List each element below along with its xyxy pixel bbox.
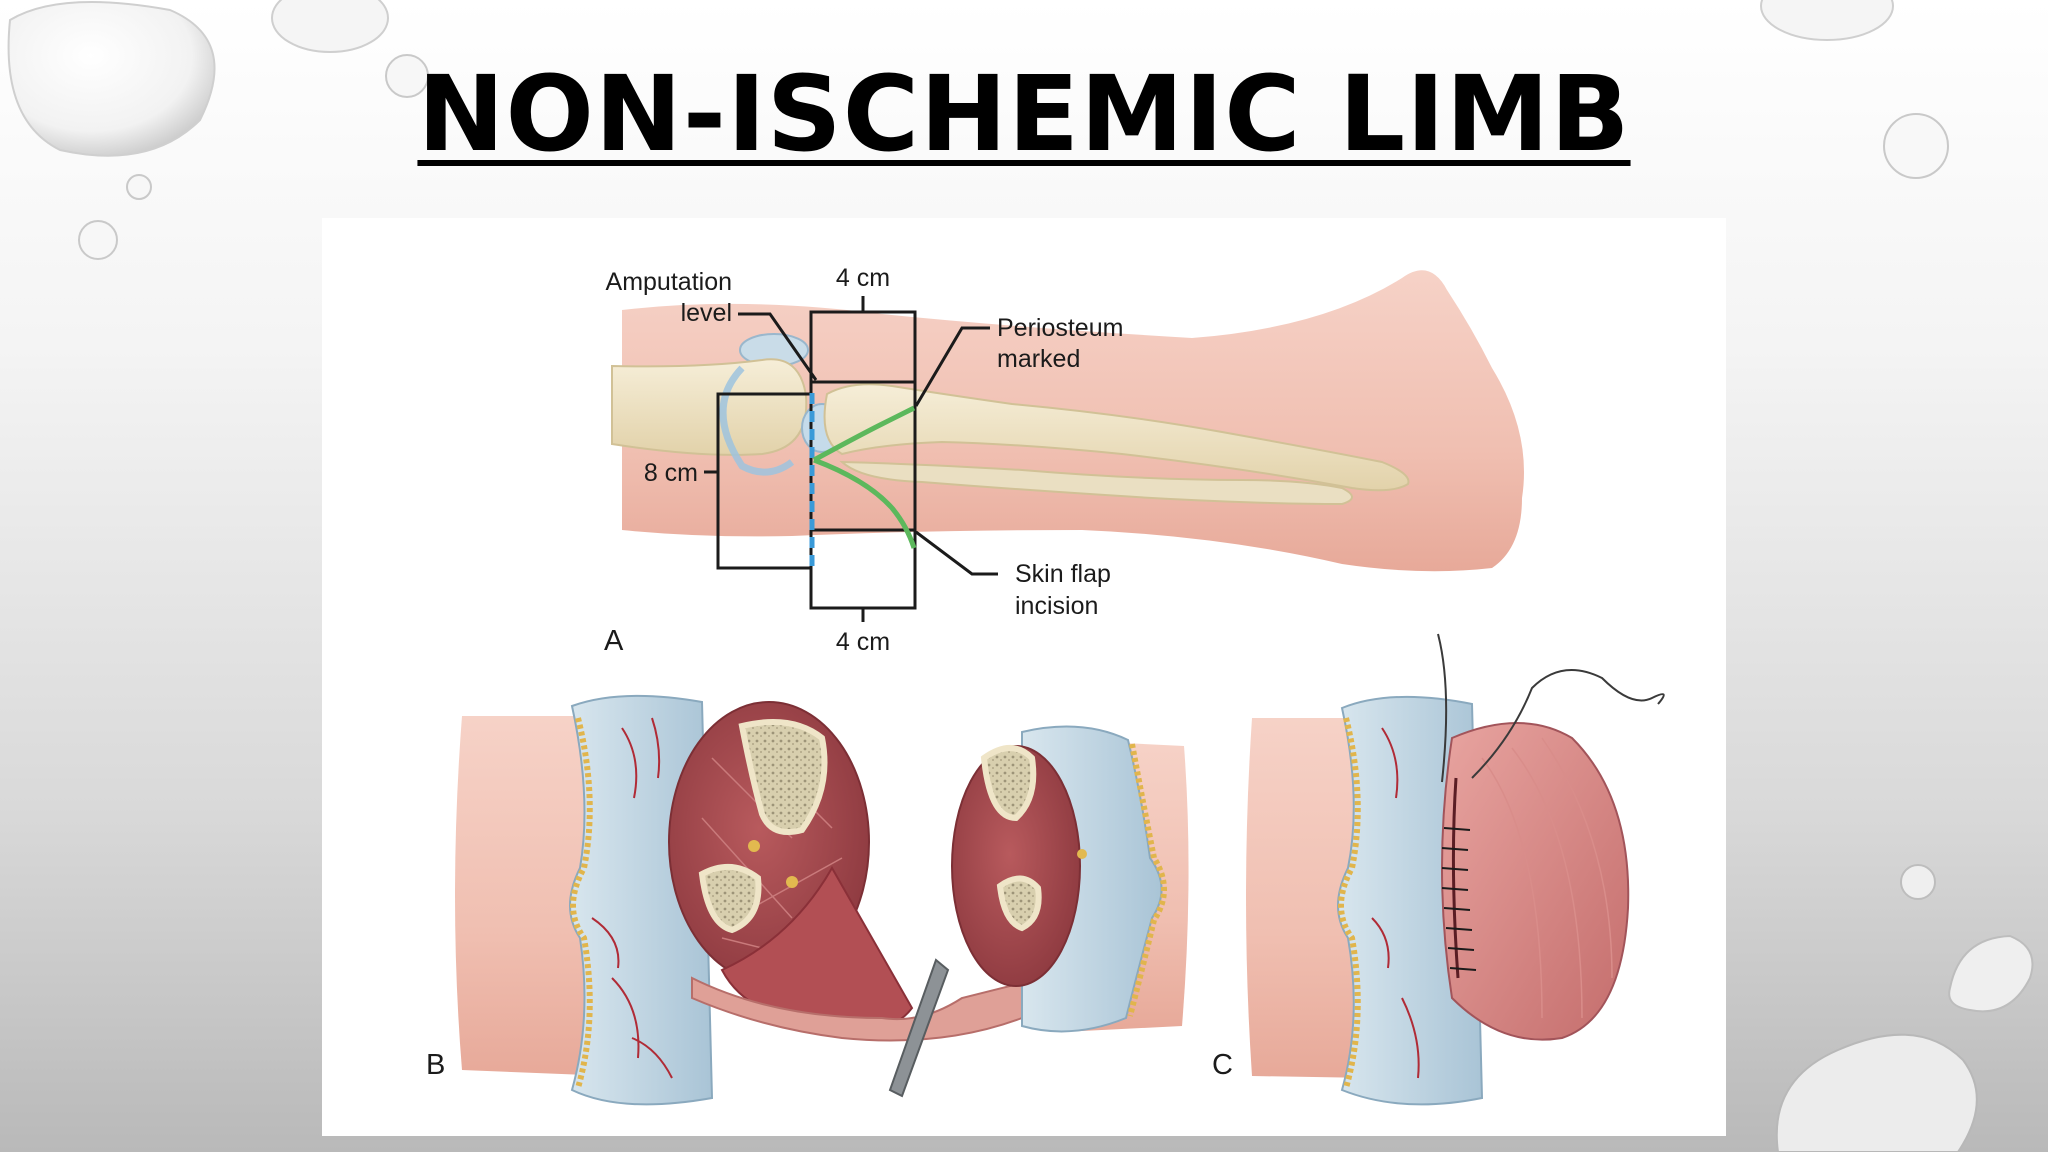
slide-title: NON-ISCHEMIC LIMB	[0, 62, 2048, 166]
skin-flap-incision-top	[812, 405, 916, 463]
tibia	[823, 383, 1410, 492]
panel-c-skin	[1246, 718, 1372, 1078]
panel-c-vessels	[1371, 727, 1420, 1079]
panel-b-right-vessel	[1077, 849, 1087, 859]
skin-flap-label-1: Skin flap	[1015, 560, 1111, 588]
periosteum-label-1: Periosteum	[997, 314, 1123, 342]
panel-c-flap-fibers	[1481, 737, 1613, 1019]
water-drop-decoration	[1898, 862, 1942, 906]
amputation-level-label-1: Amputation	[606, 268, 732, 296]
bottom-width-label: 4 cm	[836, 628, 890, 656]
skin-flap-label-2: incision	[1015, 592, 1098, 620]
panel-b-right-fibula	[996, 875, 1042, 932]
amputation-illustration: Amputation level 4 cm 4 cm 8 cm Perioste…	[322, 218, 1726, 1136]
panel-b-vessel-dot	[786, 876, 798, 888]
panel-a-leg: Amputation level 4 cm 4 cm 8 cm Perioste…	[604, 264, 1524, 657]
panel-c-label: C	[1212, 1049, 1233, 1081]
panel-b-vessels	[591, 717, 673, 1079]
panel-b-stump: B	[426, 694, 1189, 1106]
water-drop-decoration	[76, 218, 124, 266]
panel-c-stitches	[1441, 827, 1477, 971]
illustration-canvas: Amputation level 4 cm 4 cm 8 cm Perioste…	[426, 264, 1665, 1106]
water-drop-decoration	[383, 52, 433, 102]
knee-meniscus	[719, 365, 795, 476]
panel-b-right-tibia	[980, 745, 1037, 822]
left-extension-box	[716, 392, 813, 570]
panel-b-left-skin	[455, 716, 612, 1076]
panel-b-vessel-dot	[748, 840, 760, 852]
slide-title-text: NON-ISCHEMIC LIMB	[417, 53, 1631, 175]
skin-flap-incision-bottom	[813, 457, 917, 549]
suture-thread-icon	[1437, 633, 1665, 783]
amputation-level-label-2: level	[681, 299, 732, 327]
femur	[611, 358, 808, 456]
periosteum-leader	[914, 326, 990, 407]
panel-c-flap	[1441, 722, 1630, 1041]
water-drop-decoration	[0, 0, 240, 170]
water-drop-decoration	[1758, 1020, 1998, 1152]
panel-a-label: A	[604, 625, 624, 657]
panel-b-label: B	[426, 1049, 445, 1081]
water-drop-decoration	[1752, 0, 1902, 44]
panel-b-fibula-section	[698, 864, 762, 934]
panel-c-closed-stump: C	[1212, 633, 1665, 1106]
periosteum-label-2: marked	[997, 345, 1080, 373]
panel-b-tibia-section	[738, 719, 828, 835]
amputation-level-leader	[738, 312, 818, 381]
panel-b-right-fat-layer	[1127, 743, 1167, 1017]
skin-flap-leader	[915, 530, 998, 576]
panel-b-fat-layer	[570, 717, 593, 1089]
scalpel-icon	[888, 958, 950, 1098]
water-drop-decoration	[268, 0, 408, 60]
panel-c-suture-line	[1451, 777, 1460, 979]
fibula	[839, 460, 1353, 506]
water-drop-decoration	[122, 170, 156, 204]
top-width-label: 4 cm	[836, 264, 890, 292]
water-drop-decoration	[1880, 110, 1956, 186]
water-drop-decoration	[1940, 928, 2040, 1018]
panel-c-fat-layer	[1338, 717, 1361, 1089]
height-label: 8 cm	[644, 459, 698, 487]
